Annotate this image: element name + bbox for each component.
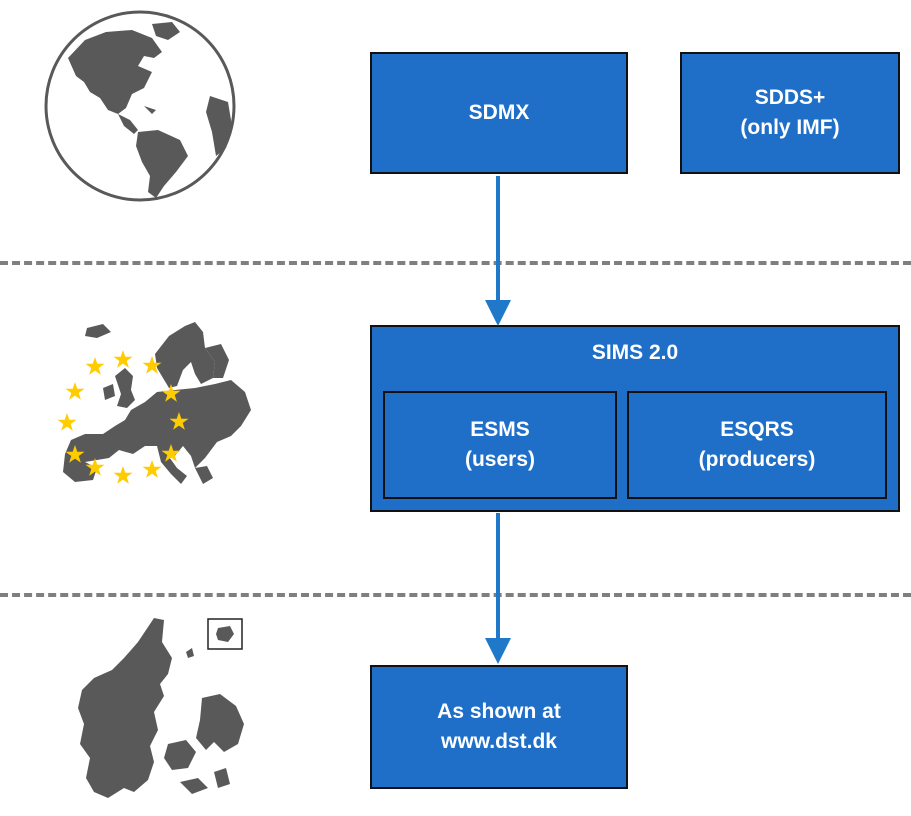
dst-label: As shown at www.dst.dk [437, 700, 561, 753]
sdmx-label: SDMX [468, 101, 530, 124]
sdds-label: SDDS+ (only IMF) [740, 86, 840, 139]
european-national-divider [0, 593, 911, 597]
global-european-divider [0, 261, 911, 265]
esqrs-label: ESQRS (producers) [698, 418, 816, 471]
esms-label: ESMS (users) [464, 418, 536, 471]
europe-map-icon [57, 322, 251, 484]
globe-icon [44, 10, 236, 202]
sims-to-dst-arrowhead [485, 638, 511, 664]
esqrs-box: ESQRS (producers) [627, 391, 887, 499]
esms-box: ESMS (users) [383, 391, 617, 499]
denmark-map-icon [78, 618, 244, 798]
sdmx-to-sims-arrowhead [485, 300, 511, 326]
sdmx-box: SDMX [370, 52, 628, 174]
sdds-box: SDDS+ (only IMF) [680, 52, 900, 174]
sims-title: SIMS 2.0 [591, 341, 679, 364]
dst-box: As shown at www.dst.dk [370, 665, 628, 789]
